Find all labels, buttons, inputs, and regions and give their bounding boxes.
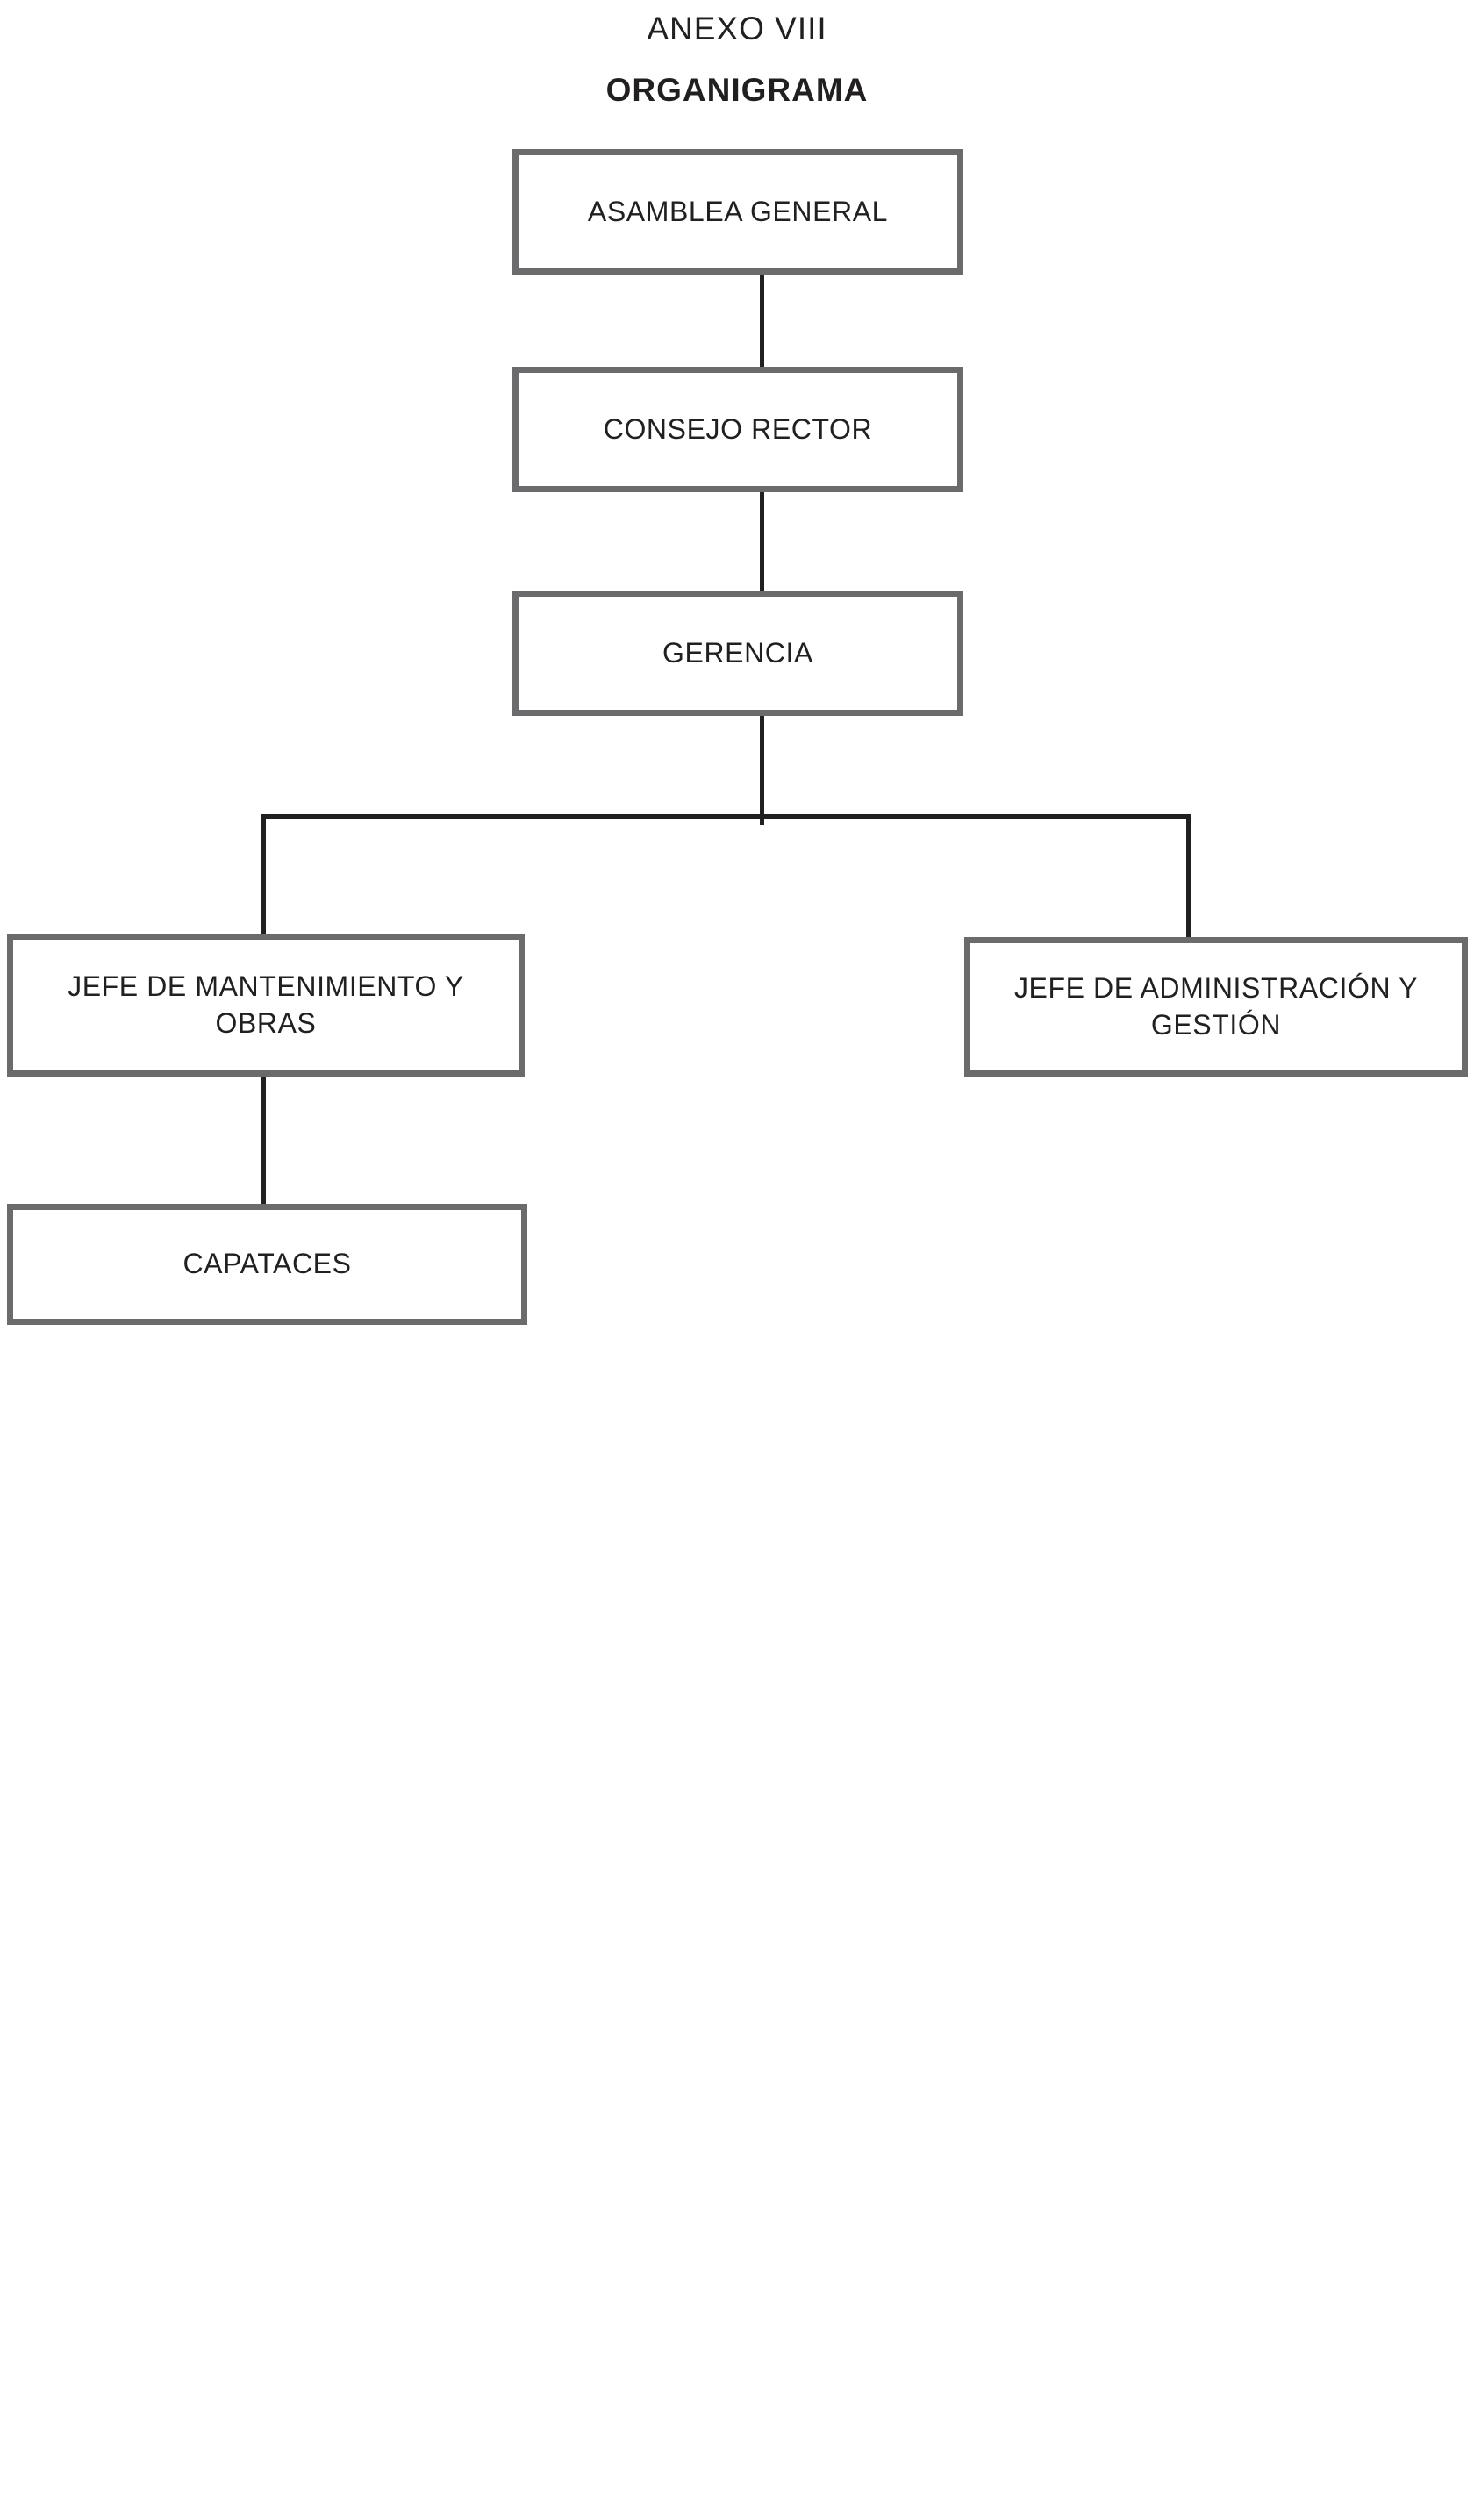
- org-box-label: GERENCIA: [662, 636, 813, 669]
- page-subtitle: ORGANIGRAMA: [605, 72, 869, 108]
- connector-branch-to-jefe-administracion: [1186, 814, 1191, 939]
- org-box-label: CONSEJO RECTOR: [603, 412, 873, 445]
- org-box-asamblea-general: ASAMBLEA GENERAL: [512, 149, 963, 275]
- org-box-label: JEFE DE ADMINISTRACIÓN Y GESTIÓN: [1014, 970, 1418, 1043]
- org-box-capataces: CAPATACES: [7, 1204, 527, 1325]
- org-box-consejo-rector: CONSEJO RECTOR: [512, 367, 963, 492]
- org-box-label-line-1: JEFE DE MANTENIMIENTO Y: [68, 970, 464, 1002]
- connector-branch-horizontal: [261, 814, 1191, 819]
- org-box-jefe-administracion-gestion: JEFE DE ADMINISTRACIÓN Y GESTIÓN: [964, 937, 1468, 1077]
- org-box-label-line-1: JEFE DE ADMINISTRACIÓN Y: [1013, 971, 1419, 1004]
- connector-jefe-mantenimiento-to-capataces: [261, 1075, 266, 1206]
- connector-gerencia-to-branch: [760, 712, 764, 825]
- org-box-label: ASAMBLEA GENERAL: [587, 195, 889, 227]
- page-title: ANEXO VIII: [647, 11, 827, 47]
- org-box-label: CAPATACES: [182, 1248, 352, 1280]
- org-box-label-line-2: GESTIÓN: [1150, 1008, 1282, 1041]
- connector-branch-to-jefe-mantenimiento: [261, 814, 266, 935]
- org-box-gerencia: GERENCIA: [512, 591, 963, 716]
- org-box-label-line-2: OBRAS: [215, 1006, 317, 1039]
- connector-asamblea-to-consejo: [760, 272, 764, 369]
- org-box-jefe-mantenimiento-obras: JEFE DE MANTENIMIENTO Y OBRAS: [7, 934, 525, 1077]
- connector-consejo-to-gerencia: [760, 490, 764, 592]
- org-box-label: JEFE DE MANTENIMIENTO Y OBRAS: [68, 969, 464, 1042]
